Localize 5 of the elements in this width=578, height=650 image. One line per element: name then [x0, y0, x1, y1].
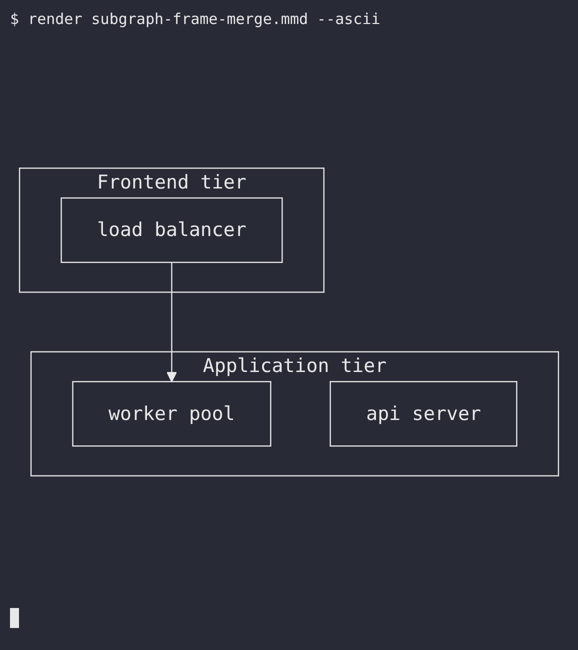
node-box: load balancer	[60, 197, 283, 263]
node-box: api server	[330, 381, 518, 447]
command-line: $ render subgraph-frame-merge.mmd --ascii	[10, 10, 382, 28]
node-box: worker pool	[72, 381, 272, 447]
arrow	[166, 262, 177, 382]
